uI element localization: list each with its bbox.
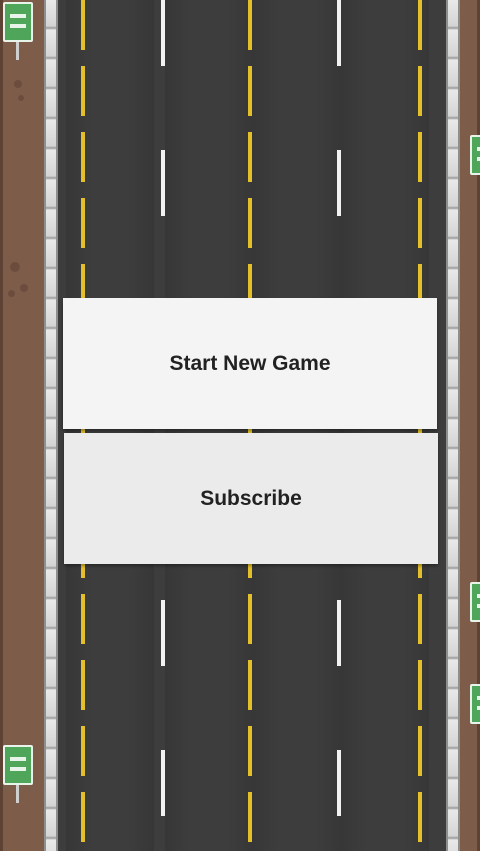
pebble	[14, 80, 22, 88]
roadside-sign-icon	[3, 745, 33, 803]
right-guard-rail	[446, 0, 460, 851]
roadside-sign-icon	[470, 582, 480, 640]
pebble	[10, 262, 20, 272]
sign-board	[470, 684, 480, 724]
left-dirt-edge	[0, 0, 3, 851]
sign-post	[16, 42, 19, 60]
pebble	[20, 284, 28, 292]
right-dirt-shoulder	[460, 0, 480, 851]
start-new-game-button[interactable]: Start New Game	[63, 298, 437, 429]
sign-board	[470, 135, 480, 175]
left-dirt-shoulder	[0, 0, 46, 851]
sign-board	[3, 745, 33, 785]
subscribe-button[interactable]: Subscribe	[64, 433, 438, 564]
roadside-sign-icon	[470, 684, 480, 742]
left-guard-rail	[44, 0, 58, 851]
pebble	[8, 290, 15, 297]
sign-post	[16, 785, 19, 803]
roadside-sign-icon	[470, 135, 480, 193]
sign-board	[3, 2, 33, 42]
pebble	[18, 95, 24, 101]
right-dirt-edge	[477, 0, 480, 851]
roadside-sign-icon	[3, 2, 33, 60]
sign-board	[470, 582, 480, 622]
